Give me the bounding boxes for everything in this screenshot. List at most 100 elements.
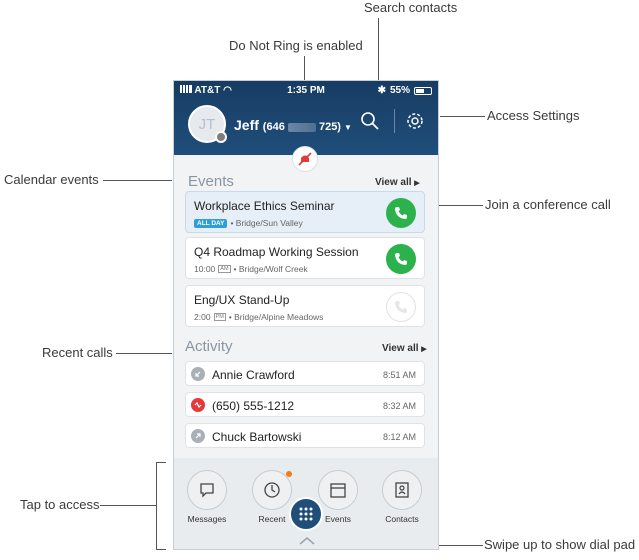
app-header: AT&T ◠ 1:35 PM ✱ 55% JT Jeff (646 725) ▼ bbox=[174, 81, 438, 155]
avatar-initials: JT bbox=[198, 115, 216, 133]
header-divider bbox=[394, 109, 395, 133]
signal-icon bbox=[180, 85, 192, 93]
phone-screen: AT&T ◠ 1:35 PM ✱ 55% JT Jeff (646 725) ▼ bbox=[173, 80, 439, 550]
callout-bracket bbox=[156, 549, 166, 550]
join-call-button[interactable] bbox=[386, 244, 416, 274]
contact-name: Chuck Bartowski bbox=[212, 430, 302, 444]
user-number: (646 725) bbox=[263, 121, 344, 133]
tab-contacts[interactable]: Contacts bbox=[377, 470, 427, 524]
event-card[interactable]: Workplace Ethics Seminar ALL DAY • Bridg… bbox=[185, 191, 425, 233]
do-not-ring-indicator[interactable] bbox=[292, 146, 318, 172]
event-meta: 10:00 AM • Bridge/Wolf Creek bbox=[194, 264, 308, 274]
activity-view-all-link[interactable]: View all ▶ bbox=[382, 343, 427, 354]
chevron-up-icon[interactable] bbox=[298, 536, 316, 546]
callout-bracket bbox=[156, 462, 157, 550]
tab-label: Messages bbox=[187, 514, 227, 524]
callout-line bbox=[440, 116, 485, 117]
join-call-button[interactable] bbox=[386, 292, 416, 322]
event-ampm: AM bbox=[218, 265, 231, 273]
dialpad-button[interactable] bbox=[289, 497, 323, 531]
callout-search-contacts: Search contacts bbox=[364, 0, 458, 15]
carrier-status: AT&T ◠ bbox=[180, 85, 232, 96]
caret-right-icon: ▶ bbox=[421, 346, 427, 353]
event-title: Eng/UX Stand-Up bbox=[194, 293, 290, 307]
dialpad-icon bbox=[299, 507, 313, 521]
event-location: • Bridge/Alpine Meadows bbox=[228, 312, 324, 322]
presence-indicator bbox=[215, 131, 227, 143]
events-heading: Events bbox=[188, 173, 234, 190]
messages-icon bbox=[187, 470, 227, 510]
event-ampm: PM bbox=[213, 313, 226, 321]
tab-events[interactable]: Events bbox=[313, 470, 363, 524]
status-right: ✱ 55% bbox=[378, 85, 432, 96]
event-meta: 2:00 PM • Bridge/Alpine Meadows bbox=[194, 312, 323, 322]
user-identity[interactable]: Jeff (646 725) ▼ bbox=[234, 117, 352, 133]
phone-icon bbox=[395, 207, 407, 219]
callout-access-settings: Access Settings bbox=[487, 108, 580, 123]
callout-recent-calls: Recent calls bbox=[42, 345, 113, 360]
tab-label: Contacts bbox=[385, 514, 419, 524]
gear-icon[interactable] bbox=[405, 111, 425, 131]
phone-icon bbox=[395, 301, 407, 313]
event-card[interactable]: Q4 Roadmap Working Session 10:00 AM • Br… bbox=[185, 237, 425, 279]
avatar[interactable]: JT bbox=[188, 105, 227, 143]
join-call-button[interactable] bbox=[386, 198, 416, 228]
callout-line bbox=[304, 56, 305, 80]
all-day-badge: ALL DAY bbox=[194, 218, 228, 228]
tab-messages[interactable]: Messages bbox=[182, 470, 232, 524]
callout-line bbox=[103, 180, 172, 181]
outgoing-call-icon bbox=[191, 429, 205, 443]
missed-call-icon bbox=[191, 367, 205, 381]
event-location: • Bridge/Wolf Creek bbox=[233, 264, 308, 274]
call-time: 8:51 AM bbox=[382, 370, 416, 380]
carrier-label: AT&T bbox=[194, 85, 221, 96]
callout-line bbox=[116, 353, 172, 354]
contacts-icon bbox=[382, 470, 422, 510]
tab-label: Events bbox=[325, 514, 351, 524]
phone-icon bbox=[395, 253, 407, 265]
callout-line bbox=[100, 505, 156, 506]
activity-row[interactable]: (650) 555-1212 8:32 AM bbox=[185, 392, 425, 417]
event-time: 2:00 bbox=[194, 312, 211, 322]
tab-recent[interactable]: Recent bbox=[247, 470, 297, 524]
view-all-label: View all bbox=[375, 177, 412, 188]
recent-notification-dot bbox=[286, 471, 292, 477]
event-title: Q4 Roadmap Working Session bbox=[194, 245, 359, 259]
view-all-label: View all bbox=[382, 343, 419, 354]
calendar-icon bbox=[318, 470, 358, 510]
callout-line bbox=[378, 18, 379, 80]
contact-name: (650) 555-1212 bbox=[212, 399, 295, 413]
event-card[interactable]: Eng/UX Stand-Up 2:00 PM • Bridge/Alpine … bbox=[185, 285, 425, 327]
events-view-all-link[interactable]: View all ▶ bbox=[375, 177, 420, 188]
bluetooth-icon: ✱ bbox=[377, 85, 386, 96]
activity-row[interactable]: Chuck Bartowski 8:12 AM bbox=[185, 423, 425, 448]
search-icon[interactable] bbox=[360, 111, 380, 131]
call-time: 8:32 AM bbox=[382, 401, 416, 411]
status-bar: AT&T ◠ 1:35 PM ✱ 55% bbox=[174, 83, 438, 99]
number-redacted bbox=[287, 122, 316, 132]
event-title: Workplace Ethics Seminar bbox=[194, 199, 335, 213]
contact-name: Annie Crawford bbox=[212, 368, 295, 382]
event-meta: ALL DAY • Bridge/Sun Valley bbox=[194, 218, 303, 228]
call-time: 8:12 AM bbox=[382, 432, 416, 442]
event-location: • Bridge/Sun Valley bbox=[230, 218, 303, 228]
callout-join-conference: Join a conference call bbox=[485, 197, 611, 212]
battery-icon bbox=[414, 86, 432, 95]
callout-do-not-ring: Do Not Ring is enabled bbox=[229, 38, 363, 53]
bottom-tab-bar: Messages Recent Events Contacts bbox=[174, 458, 438, 549]
clock-icon bbox=[252, 470, 292, 510]
voicemail-icon bbox=[191, 398, 205, 412]
status-time: 1:35 PM bbox=[287, 85, 325, 96]
battery-label: 55% bbox=[389, 85, 410, 96]
activity-heading: Activity bbox=[185, 338, 233, 355]
tab-label: Recent bbox=[258, 514, 286, 524]
callout-swipe-dial-pad: Swipe up to show dial pad bbox=[484, 537, 636, 552]
activity-row[interactable]: Annie Crawford 8:51 AM bbox=[185, 361, 425, 386]
callout-tap-to-access: Tap to access bbox=[20, 497, 100, 512]
chevron-down-icon[interactable]: ▼ bbox=[344, 123, 352, 132]
callout-bracket bbox=[156, 462, 166, 463]
caret-right-icon: ▶ bbox=[414, 180, 420, 187]
callout-calendar-events: Calendar events bbox=[4, 172, 99, 187]
do-not-ring-icon bbox=[298, 152, 312, 166]
callout-line bbox=[421, 205, 483, 206]
